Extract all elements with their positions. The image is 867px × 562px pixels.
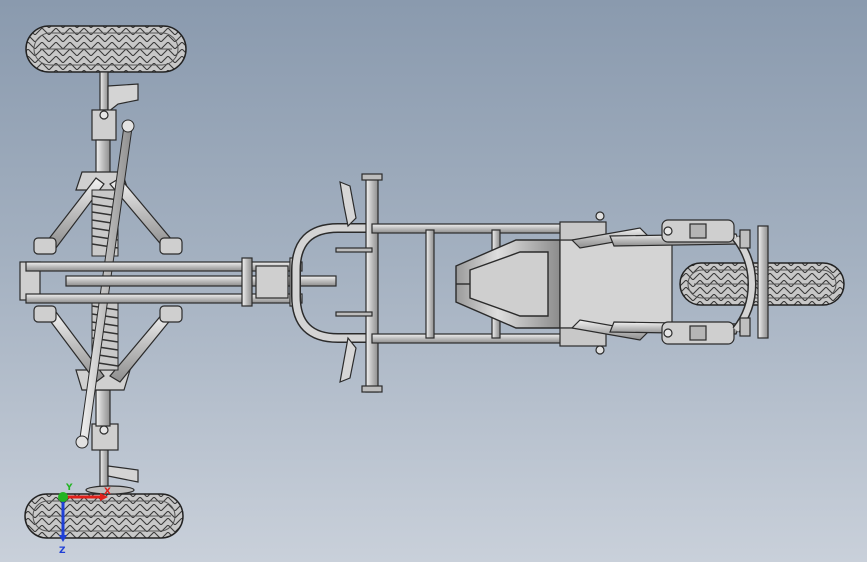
- coordinate-triad: X Y Z: [58, 483, 111, 556]
- y-axis-marker: [58, 492, 68, 502]
- front-steering-axle: [85, 71, 139, 495]
- y-axis-label: Y: [65, 483, 73, 493]
- seat: [455, 239, 561, 329]
- front-a-arms: [33, 171, 183, 391]
- mid-frame-loop: [291, 223, 372, 343]
- front-cross-member: [19, 261, 337, 301]
- z-axis-label: Z: [59, 546, 66, 556]
- front-bottom-wheel: [24, 493, 184, 539]
- rear-fork-axle: [732, 225, 769, 339]
- x-axis-label: X: [104, 487, 111, 497]
- front-top-wheel: [25, 25, 187, 73]
- handlebar: [335, 173, 383, 393]
- rear-shock-absorbers: [661, 219, 735, 345]
